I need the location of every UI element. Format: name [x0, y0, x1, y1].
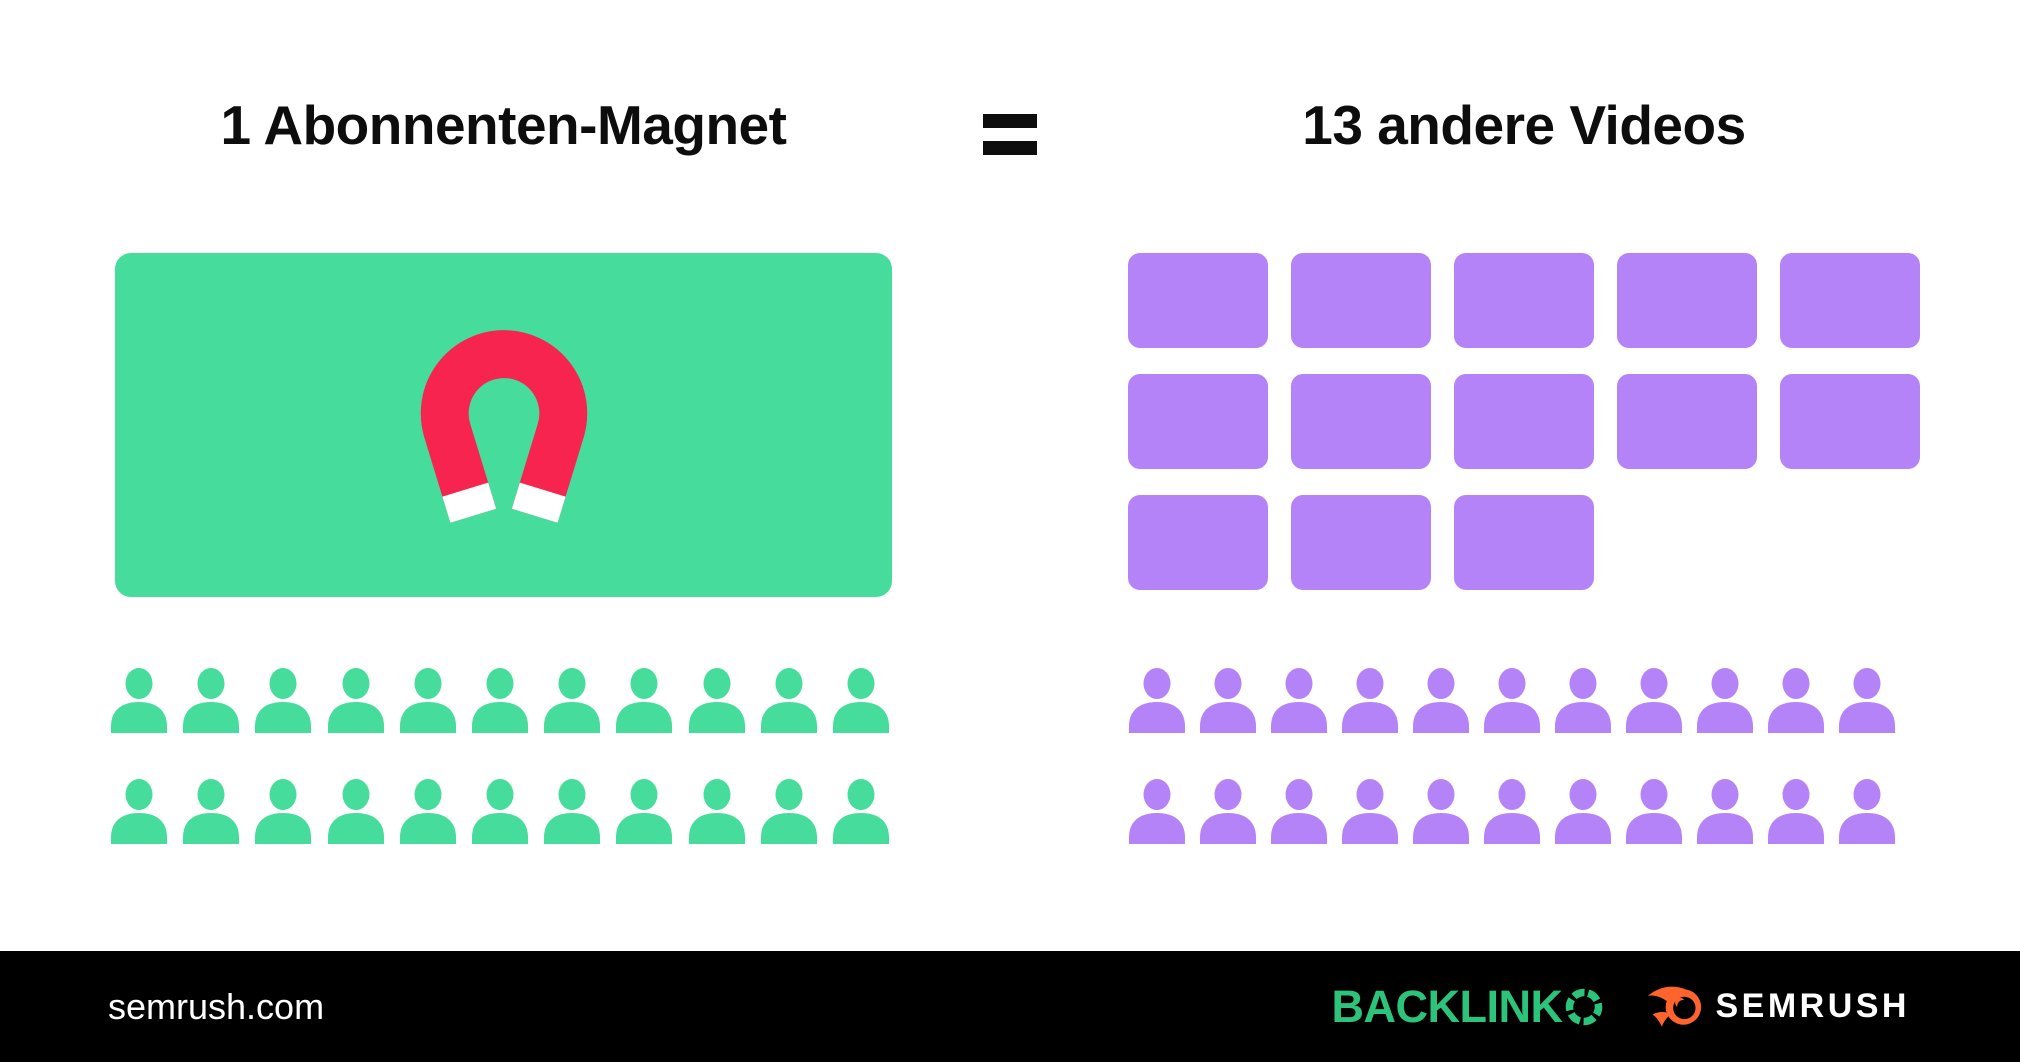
person-icon — [1839, 668, 1895, 733]
person-icon — [688, 779, 745, 844]
video-thumbnail — [1291, 253, 1431, 348]
person-icon — [111, 668, 167, 733]
video-thumbnail — [1291, 495, 1431, 590]
person-icon — [255, 668, 312, 733]
person-icon — [1200, 668, 1256, 733]
footer-logos: BACKLINK SEMRUSH — [1331, 981, 1910, 1033]
person-icon — [471, 668, 528, 733]
person-icon — [616, 668, 673, 733]
person-icon — [471, 779, 528, 844]
magnet-icon — [420, 329, 587, 523]
backlinko-logo: BACKLINK — [1331, 981, 1603, 1033]
person-icon — [1129, 779, 1185, 844]
video-thumbnail — [1617, 253, 1757, 348]
backlinko-o-ring-icon — [1566, 988, 1603, 1025]
other-videos-grid — [1128, 253, 1920, 616]
person-icon — [760, 779, 817, 844]
person-icon — [1484, 779, 1540, 844]
person-icon — [1271, 668, 1327, 733]
person-icon — [544, 779, 601, 844]
audience-row — [1128, 668, 1896, 733]
video-thumbnail — [1291, 374, 1431, 469]
person-icon — [1555, 779, 1611, 844]
audience-right — [1128, 668, 1896, 844]
video-thumbnail — [1454, 495, 1594, 590]
semrush-flame-icon — [1648, 986, 1702, 1027]
person-icon — [1342, 668, 1398, 733]
video-grid-row — [1128, 253, 1920, 348]
left-title: 1 Abonnenten-Magnet — [220, 94, 787, 156]
video-thumbnail — [1128, 495, 1268, 590]
person-icon — [1413, 779, 1469, 844]
person-icon — [616, 779, 673, 844]
video-thumbnail — [1454, 253, 1594, 348]
person-icon — [399, 668, 456, 733]
person-icon — [1768, 779, 1824, 844]
audience-left — [110, 668, 890, 844]
person-icon — [544, 668, 601, 733]
person-icon — [1200, 779, 1256, 844]
video-thumbnail — [1780, 374, 1920, 469]
person-icon — [688, 668, 745, 733]
person-icon — [1413, 668, 1469, 733]
magnet-tip-right — [511, 482, 566, 523]
person-icon — [327, 779, 384, 844]
video-thumbnail — [1454, 374, 1594, 469]
person-icon — [1626, 779, 1682, 844]
video-grid-row — [1128, 374, 1920, 469]
person-icon — [1555, 668, 1611, 733]
audience-row — [110, 668, 890, 733]
person-icon — [1626, 668, 1682, 733]
person-icon — [1839, 779, 1895, 844]
video-thumbnail — [1128, 253, 1268, 348]
person-icon — [832, 779, 889, 844]
footer-bar: semrush.com BACKLINK SEMRUSH — [0, 951, 2020, 1062]
person-icon — [1697, 668, 1753, 733]
audience-row — [110, 779, 890, 844]
right-title: 13 andere Videos — [1302, 94, 1746, 156]
semrush-logo: SEMRUSH — [1647, 982, 1910, 1032]
person-icon — [1697, 779, 1753, 844]
magnet-tip-left — [441, 482, 496, 523]
video-thumbnail — [1780, 253, 1920, 348]
video-thumbnail — [1617, 374, 1757, 469]
person-icon — [327, 668, 384, 733]
video-thumbnail — [1128, 374, 1268, 469]
person-icon — [832, 668, 889, 733]
person-icon — [1129, 668, 1185, 733]
equals-bar-top — [983, 114, 1037, 128]
equals-icon — [983, 114, 1037, 155]
subscriber-magnet-video-block — [115, 253, 892, 597]
video-grid-row — [1128, 495, 1920, 590]
audience-row — [1128, 779, 1896, 844]
site-url: semrush.com — [108, 985, 325, 1027]
person-icon — [1484, 668, 1540, 733]
person-icon — [111, 779, 167, 844]
equals-bar-bottom — [983, 141, 1037, 155]
person-icon — [399, 779, 456, 844]
semrush-wordmark: SEMRUSH — [1715, 987, 1910, 1025]
person-icon — [760, 668, 817, 733]
person-icon — [183, 668, 240, 733]
person-icon — [1271, 779, 1327, 844]
person-icon — [1342, 779, 1398, 844]
person-icon — [255, 779, 312, 844]
backlinko-wordmark: BACKLINK — [1331, 980, 1563, 1032]
person-icon — [183, 779, 240, 844]
person-icon — [1768, 668, 1824, 733]
